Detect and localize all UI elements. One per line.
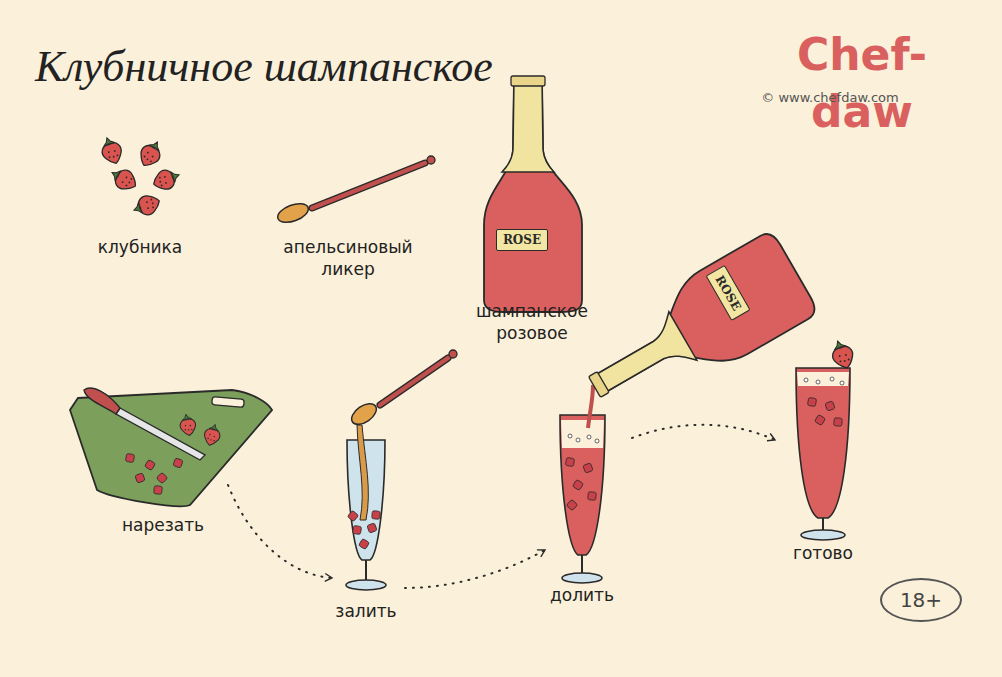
node-text: 18+ [900, 588, 942, 612]
bottle-label: ROSE [496, 229, 548, 251]
title: Клубничное шампанское [35, 38, 493, 95]
ingredient-label: клубника [70, 236, 210, 258]
age-badge: 18+ [880, 578, 962, 622]
brand-logo: Chef-daw [747, 26, 977, 140]
node-text: ROSE [503, 233, 541, 247]
step-label: готово [768, 542, 878, 564]
step-label: нарезать [103, 514, 223, 536]
step-label: залить [311, 600, 421, 622]
ingredient-label: апельсиновый ликер [278, 236, 418, 280]
ingredient-label: шампанское розовое [462, 300, 602, 344]
step-label: долить [527, 584, 637, 606]
copyright-note: © www.chefdaw.com [730, 90, 930, 107]
